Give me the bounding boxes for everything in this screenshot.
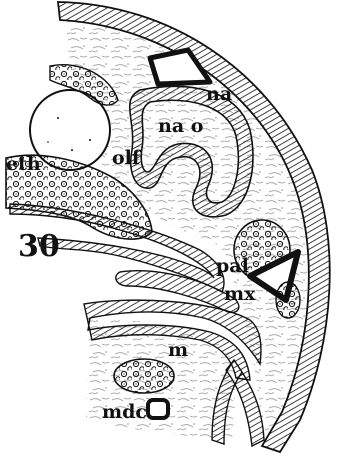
figure-number: 30	[18, 229, 60, 264]
label-m: m	[168, 339, 188, 361]
label-mdc: mdc	[102, 401, 147, 423]
label-mx: mx	[224, 283, 256, 305]
label-eth: eth	[6, 153, 41, 175]
label-olf: olf	[112, 147, 142, 169]
label-na: na	[206, 83, 232, 105]
maxillary-cartilage	[276, 282, 300, 318]
mandibular-canal	[148, 400, 168, 418]
label-pal: pal	[216, 255, 249, 277]
mandible-cartilage	[114, 359, 174, 393]
label-na-o: na o	[158, 115, 203, 137]
